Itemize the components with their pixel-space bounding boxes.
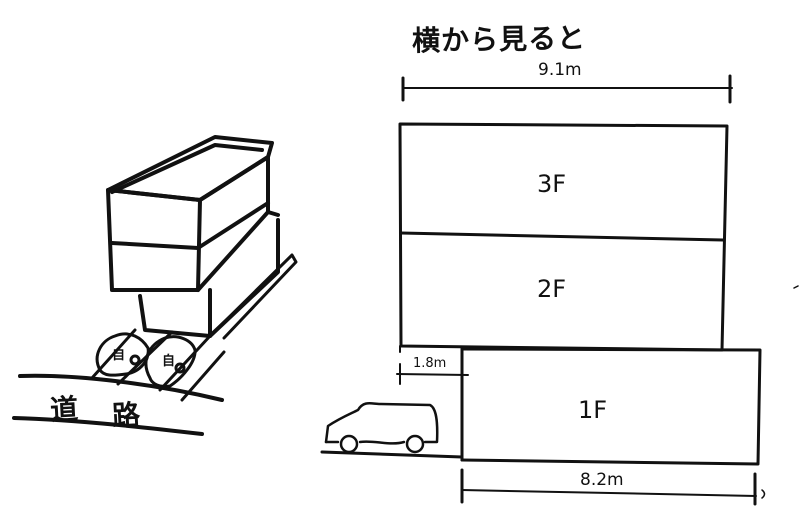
floor-label-3f: 3F [537,170,567,198]
overhang-label: 1.8m [413,356,447,371]
ground-line [320,450,464,459]
perspective-parking [90,328,226,402]
dimension-overhang [396,345,469,385]
road-label-1: 道 [49,392,79,427]
perspective-building [106,135,298,340]
stray-mark [793,285,799,289]
floor-label-1f: 1F [578,396,608,424]
dimension-top [401,74,733,104]
floor-label-2f: 2F [537,275,567,303]
page-title: 横から見ると [411,21,587,58]
vehicle-label-2: 自 [162,354,176,369]
upper-floors [398,122,729,352]
bottom-width-label: 8.2m [580,470,624,490]
road-label-2: 路 [111,398,141,433]
ground-floor [460,347,762,466]
vehicle-label-1: 自 [112,348,126,363]
dimension-bottom [460,468,766,506]
car-icon [324,402,439,454]
road-lines [12,373,224,436]
top-width-label: 9.1m [538,60,582,80]
